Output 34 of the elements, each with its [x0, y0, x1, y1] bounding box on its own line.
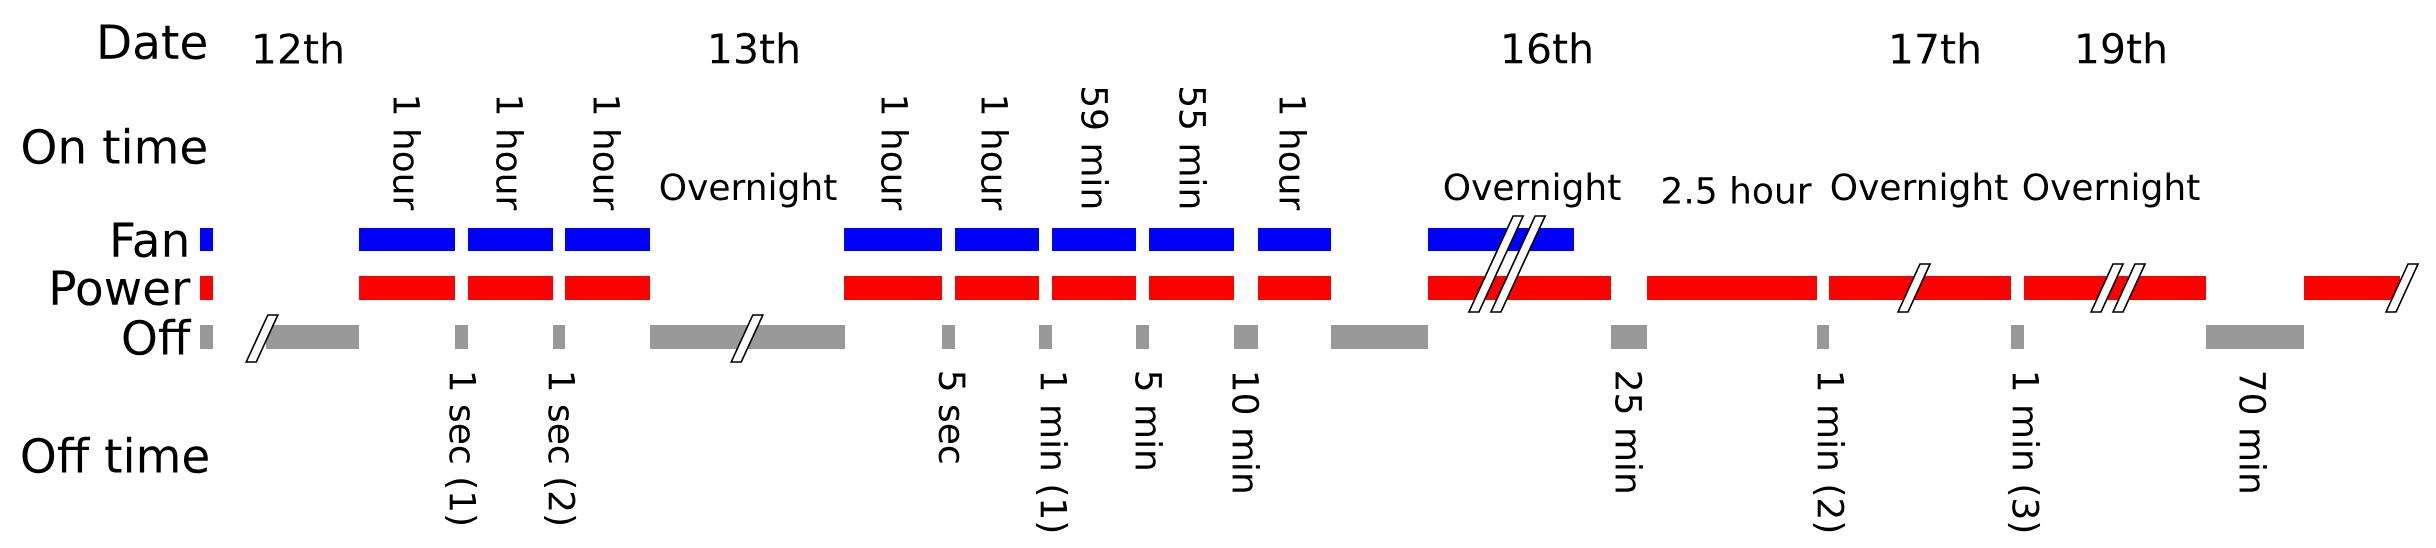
duration-label: 1 sec (2) — [543, 373, 577, 525]
duration-label: Overnight — [2023, 172, 2200, 208]
duration-label: Overnight — [660, 172, 837, 208]
duration-label: 1 hour — [393, 97, 421, 211]
duration-label: 1 hour — [981, 97, 1009, 211]
row-label: Date — [100, 24, 206, 60]
duration-label: 1 sec (1) — [444, 373, 478, 525]
duration-label: 55 min — [1179, 88, 1207, 208]
duration-label: 1 min (1) — [1035, 373, 1069, 532]
duration-label: Overnight — [1831, 172, 2008, 208]
duration-label: 5 sec — [938, 372, 966, 463]
row-label: On time — [23, 127, 206, 165]
duration-label: 59 min — [1081, 88, 1109, 208]
legend-label: Off — [123, 318, 192, 356]
duration-label: 5 min — [1135, 372, 1163, 469]
duration-label: 1 min (3) — [2007, 373, 2041, 532]
duration-label: 1 hour — [496, 97, 524, 211]
date-label: 19th — [2078, 32, 2165, 64]
duration-label: 1 min (2) — [1812, 373, 1846, 532]
duration-label: 1 hour — [593, 97, 621, 211]
duration-label: 70 min — [2239, 372, 2267, 492]
date-label: 13th — [711, 32, 798, 64]
duration-label: Overnight — [1444, 172, 1621, 208]
date-label: 16th — [1504, 32, 1591, 64]
row-label: Off time — [22, 436, 208, 474]
duration-label: 2.5 hour — [1663, 176, 1812, 204]
duration-label: 10 min — [1232, 373, 1260, 492]
legend-label: Fan — [113, 222, 187, 258]
date-label: 12th — [255, 32, 342, 64]
duration-label: 25 min — [1615, 372, 1643, 492]
legend-label: Power — [52, 270, 191, 306]
duration-label: 1 hour — [881, 97, 909, 211]
duration-label: 1 hour — [1279, 97, 1307, 211]
date-label: 17th — [1892, 32, 1979, 64]
